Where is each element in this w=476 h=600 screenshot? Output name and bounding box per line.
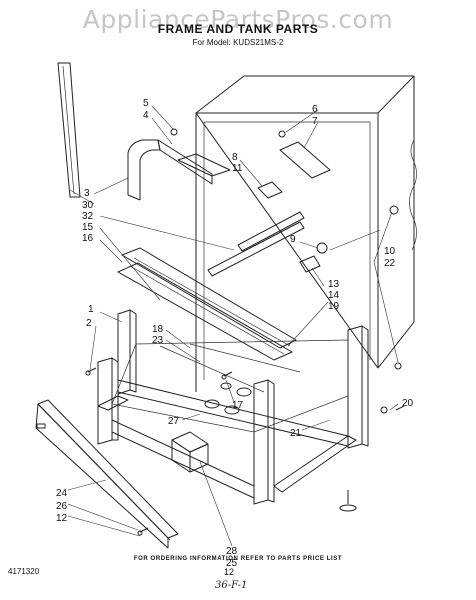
callout-12: 12	[56, 513, 68, 524]
callout-8: 8	[232, 152, 238, 163]
page-number: 12	[224, 567, 235, 577]
callout-13: 13	[328, 279, 340, 290]
callout-15: 15	[82, 222, 94, 233]
callout-32: 32	[82, 211, 94, 222]
cross-bar	[207, 211, 305, 277]
model-subtitle: For Model: KUDS21MS-2	[192, 38, 284, 47]
page-title: FRAME AND TANK PARTS	[157, 22, 319, 36]
watermark: AppliancePartsPros.com	[82, 5, 394, 34]
callout-24: 24	[56, 488, 68, 499]
base-frame	[97, 309, 369, 505]
callout-27: 27	[168, 416, 180, 427]
callout-25: 25	[226, 558, 238, 569]
callout-18: 18	[152, 324, 164, 335]
callout-23: 23	[152, 335, 164, 346]
handwritten-note: 36-F-1	[215, 580, 248, 591]
toe-panel	[35, 399, 179, 549]
callout-21: 21	[290, 428, 302, 439]
leveling-foot	[339, 490, 357, 512]
callout-9: 9	[290, 234, 296, 245]
callout-6: 6	[312, 104, 318, 115]
callout-1: 1	[88, 304, 94, 315]
leader-lines	[67, 105, 399, 547]
callout-4: 4	[143, 110, 149, 121]
document-number: 4171320	[8, 567, 40, 576]
callout-14: 14	[328, 290, 340, 301]
callout-labels: 5 4 6 7 8 11 3 30 32 15 16 9 10 22 13 14…	[56, 98, 414, 569]
callout-28: 28	[226, 546, 238, 557]
callout-16: 16	[82, 233, 94, 244]
callout-11: 11	[232, 163, 243, 174]
top-brackets	[177, 141, 331, 199]
ordering-note: FOR ORDERING INFORMATION REFER TO PARTS …	[133, 556, 343, 562]
callout-17: 17	[232, 400, 244, 411]
side-gasket-strip	[57, 62, 81, 198]
junction-box	[171, 431, 209, 473]
callout-26: 26	[56, 501, 68, 512]
hardware-right	[170, 128, 402, 414]
callout-10: 10	[384, 246, 396, 257]
curved-channel	[127, 139, 213, 201]
callout-22: 22	[384, 258, 396, 269]
front-rail	[117, 247, 297, 361]
callout-3: 3	[84, 188, 90, 199]
callout-19: 19	[328, 301, 340, 312]
callout-30: 30	[82, 200, 94, 211]
callout-20: 20	[402, 398, 414, 409]
callout-5: 5	[143, 98, 149, 109]
tank-body	[195, 75, 417, 392]
screws	[85, 367, 405, 536]
callout-2: 2	[86, 318, 92, 329]
callout-7: 7	[312, 116, 318, 127]
